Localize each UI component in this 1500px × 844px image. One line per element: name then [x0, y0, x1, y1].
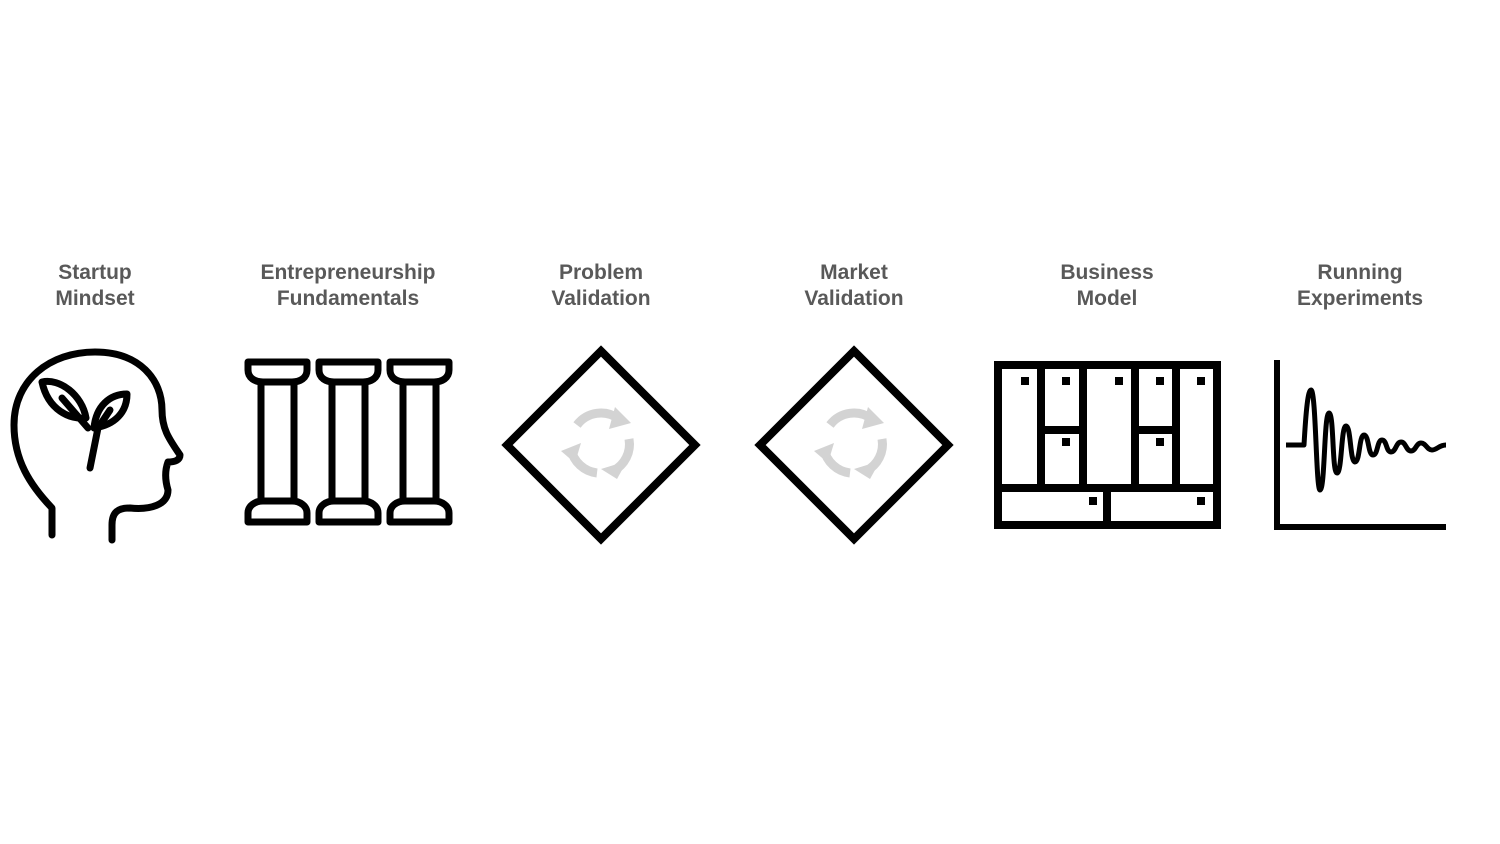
step-label-line1: Business — [1060, 261, 1153, 284]
diamond-cycle-icon — [501, 345, 701, 545]
step-label-line2: Validation — [551, 287, 650, 310]
step-label-line1: Startup — [58, 261, 132, 284]
damped-wave-chart-icon — [1274, 360, 1447, 530]
step-label-line1: Problem — [559, 261, 643, 284]
step-entrepreneurship-fundamentals: Entrepreneurship Fundamentals — [244, 261, 453, 526]
head-sprout-icon — [10, 348, 184, 544]
step-label-line2: Fundamentals — [277, 287, 419, 310]
step-problem-validation: Problem Validation — [501, 261, 701, 545]
step-business-model: Business Model — [994, 261, 1221, 529]
step-startup-mindset: Startup Mindset — [10, 261, 184, 544]
business-model-canvas-icon — [994, 361, 1221, 529]
cycle-arrows-icon — [561, 407, 631, 479]
step-label-line1: Entrepreneurship — [260, 261, 435, 284]
step-label-line1: Market — [820, 261, 888, 284]
step-market-validation: Market Validation — [754, 261, 954, 545]
step-label-line2: Mindset — [55, 287, 134, 310]
pillars-icon — [244, 358, 453, 526]
step-running-experiments: Running Experiments — [1274, 261, 1447, 530]
step-label-line2: Validation — [804, 287, 903, 310]
step-label-line2: Model — [1077, 287, 1138, 310]
cycle-arrows-icon — [814, 407, 884, 479]
step-label-line1: Running — [1317, 261, 1402, 284]
step-label-line2: Experiments — [1297, 287, 1423, 310]
diamond-cycle-icon — [754, 345, 954, 545]
